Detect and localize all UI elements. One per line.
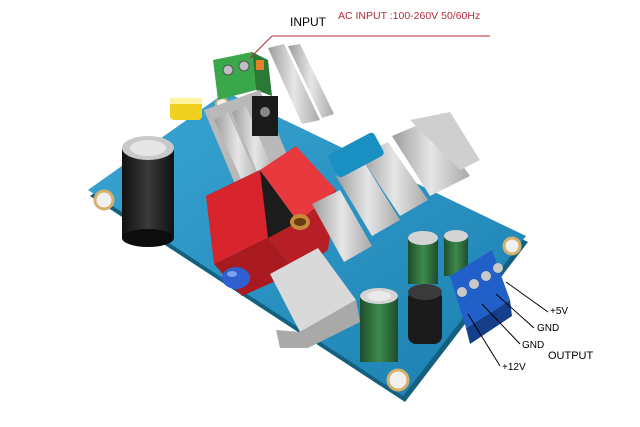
input-callout (249, 35, 490, 59)
pin-gnd-label-1: GND (537, 323, 560, 334)
output-heatsink (270, 112, 480, 348)
pin-12v-label: +12V (502, 362, 526, 373)
y-capacitor (222, 267, 250, 289)
output-terminal-block (450, 250, 512, 344)
ac-input-spec-label: AC INPUT :100-260V 50/60Hz (338, 10, 481, 22)
output-capacitors (360, 230, 468, 362)
pin-gnd-label-2: GND (522, 340, 545, 351)
input-label: INPUT (290, 15, 326, 29)
output-label: OUTPUT (548, 350, 594, 362)
output-callout (467, 281, 549, 367)
input-electrolytic-capacitor (122, 136, 174, 247)
output-inductor (408, 284, 442, 344)
pin-5v-label: +5V (550, 306, 569, 317)
input-terminal-block (213, 52, 272, 100)
yellow-capacitor (170, 98, 202, 120)
